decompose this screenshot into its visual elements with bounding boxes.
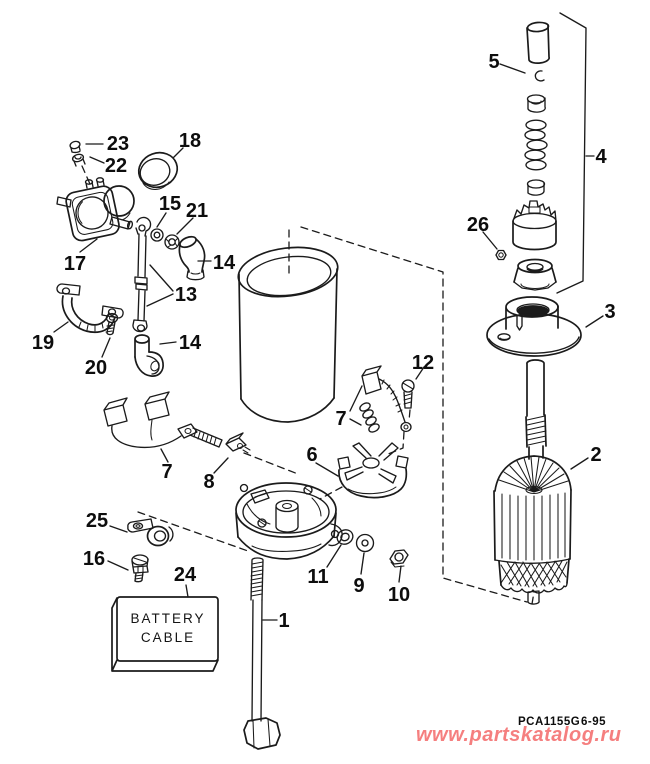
- footer-doc-code: PCA1155G: [518, 716, 580, 728]
- callout-1: 1: [278, 610, 289, 632]
- starter-end-cap: [235, 482, 343, 560]
- callout-25: 25: [86, 510, 108, 532]
- leader-lines: [53, 63, 604, 621]
- callout-23: 23: [107, 133, 129, 155]
- part-6-brush-holder: [337, 442, 409, 499]
- part-10-nut: [389, 549, 409, 568]
- callout-24: 24: [174, 564, 197, 586]
- callout-8: 8: [203, 471, 214, 493]
- callout-3: 3: [604, 301, 615, 323]
- bracket-line-4: [556, 12, 587, 294]
- callout-7-left: 7: [161, 461, 172, 483]
- callout-20: 20: [85, 357, 107, 379]
- callout-19: 19: [32, 332, 54, 354]
- part-16-screw: [131, 554, 149, 583]
- part-1-thru-bolt: [243, 557, 281, 750]
- part-3-end-head: [486, 296, 582, 357]
- part-4-drive-assembly: [495, 12, 587, 294]
- part-23-screw: [69, 140, 81, 154]
- callout-15: 15: [159, 193, 181, 215]
- part-8-terminal: [225, 432, 251, 454]
- callout-12: 12: [412, 352, 434, 374]
- battery-box-label-line2: CABLE: [141, 630, 195, 645]
- callout-11: 11: [307, 566, 328, 588]
- part-7-brush-spring-right: [359, 365, 412, 433]
- callout-9: 9: [353, 575, 364, 597]
- callout-26: 26: [467, 214, 489, 236]
- callout-18: 18: [179, 130, 201, 152]
- part-20-screw: [105, 312, 119, 336]
- part-21-lockwasher: [164, 234, 180, 250]
- callout-13: 13: [175, 284, 197, 306]
- callout-16: 16: [83, 548, 105, 570]
- watermark-link[interactable]: www.partskatalog.ru: [416, 724, 621, 746]
- part-25-cable-clamp: [127, 518, 174, 547]
- part-17-solenoid: [56, 177, 135, 242]
- part-13-cable-link: [132, 216, 152, 333]
- retainer-clip-5: [534, 70, 545, 82]
- callout-10: 10: [388, 584, 410, 606]
- spacer-upper: [526, 94, 546, 113]
- part-14-elbow-boot-lower: [134, 334, 164, 377]
- drive-pin: [526, 21, 550, 64]
- part-9-washer: [355, 533, 375, 553]
- thrust-washer: [513, 258, 557, 291]
- callout-5: 5: [488, 51, 499, 73]
- part-24-battery-cable-box: BATTERY CABLE: [111, 596, 219, 672]
- part-14-elbow-boot-upper: [178, 235, 206, 281]
- callout-22: 22: [105, 155, 127, 177]
- battery-box-label-line1: BATTERY: [130, 611, 205, 626]
- callout-4: 4: [595, 146, 607, 168]
- starter-frame-cylinder: [237, 246, 339, 423]
- callout-7-right: 7: [335, 408, 346, 430]
- pinion-gear: [512, 200, 557, 251]
- part-2-armature: [493, 359, 572, 605]
- part-18-bushing-ring: [137, 151, 179, 190]
- part-11-washer: [336, 529, 354, 545]
- locknut-26: [495, 249, 507, 261]
- footer-doc-date: 6-95: [581, 716, 606, 728]
- callout-17: 17: [64, 253, 86, 275]
- part-22-screw: [71, 153, 86, 167]
- callout-21: 21: [186, 200, 208, 222]
- drive-spring: [524, 119, 548, 171]
- part-7-brush-set-left: [103, 391, 223, 449]
- callout-14-lower: 14: [179, 332, 202, 354]
- spacer-lower: [526, 179, 546, 196]
- part-15-washer: [150, 228, 164, 242]
- part-12-screw: [401, 379, 415, 409]
- callout-6: 6: [306, 444, 317, 466]
- callout-14-upper: 14: [213, 252, 236, 274]
- callout-2: 2: [590, 444, 601, 466]
